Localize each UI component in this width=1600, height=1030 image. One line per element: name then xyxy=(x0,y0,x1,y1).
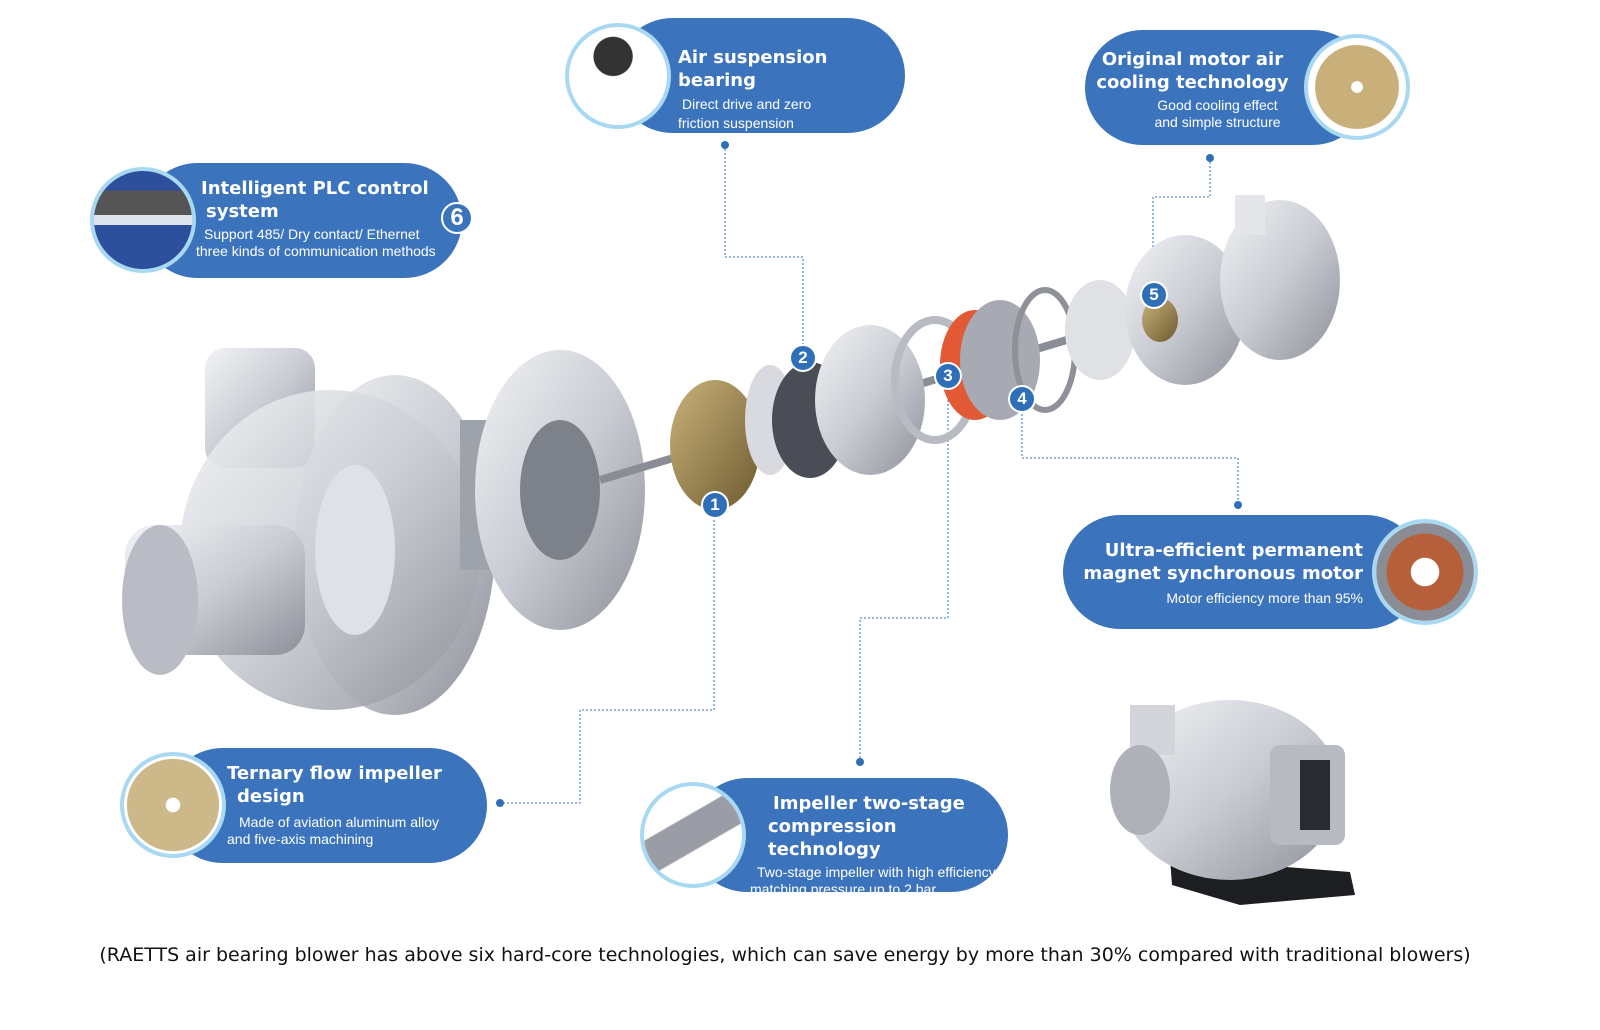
rotor-shaft-thumbnail xyxy=(640,782,746,888)
badge-6: 6 xyxy=(441,202,473,234)
callout-desc: Support 485/ Dry contact/ Ethernet xyxy=(204,226,420,242)
callout-title: Original motor air xyxy=(1101,49,1284,70)
marker-3: 3 xyxy=(934,362,962,390)
footer-caption: (RAETTS air bearing blower has above six… xyxy=(99,944,1471,966)
connector-lines xyxy=(500,145,1239,804)
callout-pm-motor: Ultra-efficient permanent magnet synchro… xyxy=(1063,515,1423,629)
plc-cabinet-thumbnail xyxy=(90,167,196,273)
marker-1: 1 xyxy=(701,491,729,519)
assembled-blower-image xyxy=(1110,700,1355,905)
callout-title: system xyxy=(206,201,279,222)
cooling-fan-thumbnail xyxy=(1304,34,1410,140)
marker-4: 4 xyxy=(1008,385,1036,413)
volute-housing xyxy=(122,348,495,715)
callout-title: cooling technology xyxy=(1096,72,1289,93)
callout-title: Ternary flow impeller xyxy=(227,763,442,784)
callout-desc: and five-axis machining xyxy=(227,831,374,847)
callout-title: design xyxy=(237,786,305,807)
bearing-thumbnail xyxy=(565,23,671,129)
callout-title: Ultra-efficient permanent xyxy=(1104,540,1363,561)
callout-desc: three kinds of communication methods xyxy=(196,243,436,259)
callout-desc: Motor efficiency more than 95% xyxy=(1166,590,1363,606)
impeller-part xyxy=(670,380,760,510)
motor-flange xyxy=(460,350,645,630)
callout-title: compression technology xyxy=(768,816,897,860)
callout-desc: Good cooling effect xyxy=(1157,97,1278,113)
marker-2: 2 xyxy=(789,344,817,372)
callout-desc: Two-stage impeller with high efficiency xyxy=(757,864,996,880)
callout-desc: matching pressure up to 2 bar xyxy=(750,881,936,897)
callout-desc: and simple structure xyxy=(1154,114,1281,130)
marker-5: 5 xyxy=(1140,281,1168,309)
impeller-thumbnail xyxy=(120,752,226,858)
connector-dots xyxy=(496,141,1242,807)
callout-title: Air suspension bearing xyxy=(678,47,828,91)
callout-desc: Direct drive and zero xyxy=(682,96,812,112)
callout-title: Intelligent PLC control xyxy=(201,178,429,199)
callout-desc: friction suspension xyxy=(678,115,794,131)
callout-title: magnet synchronous motor xyxy=(1083,563,1363,584)
callout-title: Impeller two-stage xyxy=(773,793,965,814)
callout-desc: Made of aviation aluminum alloy xyxy=(239,814,439,830)
motor-stator-thumbnail xyxy=(1372,519,1478,625)
